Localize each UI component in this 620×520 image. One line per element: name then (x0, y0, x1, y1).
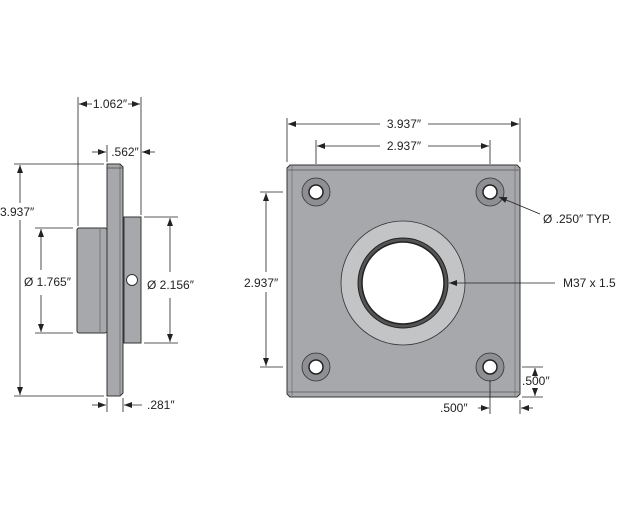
hole-spacing-vertical-label: 2.937″ (244, 276, 279, 290)
side-view: 1.062″ .562″ 3.937″ Ø 1.765″ Ø 2.156″ .2… (0, 97, 195, 412)
mounting-hole (301, 352, 331, 382)
front-view: 3.937″ 2.937″ 2.937″ Ø .250″ TYP. M37 x … (244, 117, 616, 415)
flange-thickness-label: .281″ (147, 398, 175, 412)
front-boss (76, 227, 108, 334)
mounting-hole (475, 352, 505, 382)
edge-offset-vertical-label: .500″ (522, 374, 550, 388)
mounting-hole (475, 177, 505, 207)
overall-depth-label: 1.062″ (93, 97, 128, 111)
front-boss-diameter-label: Ø 1.765″ (24, 275, 72, 289)
hole-callout: Ø .250″ TYP. (543, 212, 612, 226)
width-label: 3.937″ (387, 117, 422, 131)
mounting-holes (301, 177, 505, 382)
flange-plate (106, 163, 124, 397)
hole-spacing-horizontal-label: 2.937″ (387, 139, 422, 153)
boss-depth-label: .562″ (111, 145, 139, 159)
mounting-hole (301, 177, 331, 207)
side-hole (126, 274, 138, 286)
rear-boss-diameter-label: Ø 2.156″ (147, 278, 195, 292)
edge-offset-horizontal-label: .500″ (440, 401, 468, 415)
thread-callout: M37 x 1.5 (563, 276, 616, 290)
center-bore (361, 241, 445, 325)
height-label: 3.937″ (0, 205, 35, 219)
